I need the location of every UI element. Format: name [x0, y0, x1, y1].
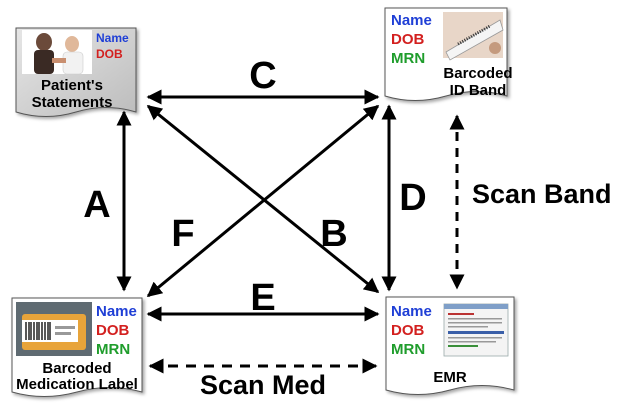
emr-screenshot-icon: [443, 303, 509, 357]
edge-label-b: B: [320, 213, 347, 255]
patient-doc-title-line1: Patient's: [41, 77, 103, 94]
edge-label-a: A: [83, 184, 110, 226]
doctor-patient-photo-icon: [22, 30, 92, 75]
medication-name-field: Name: [96, 303, 137, 320]
patient-name-field: Name: [96, 31, 129, 45]
medication-mrn-field: MRN: [96, 341, 130, 358]
medication-dob-field: DOB: [96, 322, 130, 339]
band-doc-title-line1: Barcoded: [443, 65, 512, 82]
emr-doc: Name DOB MRN EMR: [385, 296, 515, 395]
edge-label-c: C: [249, 55, 276, 97]
scan-med-label: Scan Med: [200, 370, 326, 400]
medication-doc-title-line1: Barcoded: [42, 360, 111, 377]
scan-band-label: Scan Band: [472, 179, 612, 209]
barcoded-id-band-doc: Name DOB MRN Barcoded ID Band: [384, 7, 513, 101]
emr-mrn-field: MRN: [391, 341, 425, 358]
emr-doc-title: EMR: [433, 369, 467, 386]
barcoded-medication-label-doc: Name DOB MRN Barcoded Medication Label: [11, 297, 143, 397]
patient-doc-title-line2: Statements: [32, 94, 113, 111]
edge-label-f: F: [171, 213, 194, 255]
medication-doc-title-line2: Medication Label: [16, 376, 138, 393]
emr-name-field: Name: [391, 303, 432, 320]
edge-f-arrow: [146, 104, 380, 298]
patient-dob-field: DOB: [96, 47, 123, 61]
band-dob-field: DOB: [391, 31, 425, 48]
edge-label-d: D: [399, 177, 426, 219]
wristband-photo-icon: [443, 12, 504, 61]
band-doc-title-line2: ID Band: [450, 82, 507, 99]
edge-label-e: E: [250, 277, 275, 319]
edges: [116, 89, 465, 374]
pill-bottle-photo-icon: [16, 302, 92, 356]
patient-statements-doc: Name DOB Patient's Statements: [15, 27, 137, 117]
emr-dob-field: DOB: [391, 322, 425, 339]
band-mrn-field: MRN: [391, 50, 425, 67]
band-name-field: Name: [391, 12, 432, 29]
